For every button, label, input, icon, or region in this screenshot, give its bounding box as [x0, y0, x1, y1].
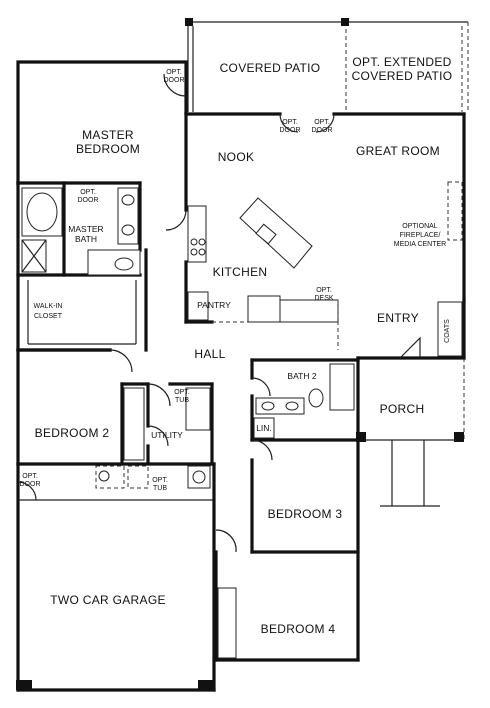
- covered-patio-label: COVERED PATIO: [220, 61, 321, 75]
- pantry-label: PANTRY: [197, 300, 231, 310]
- opt-door-great-a-1: OPT.: [282, 119, 298, 126]
- opt-door-master-1: OPT.: [166, 69, 182, 76]
- opt-door-great-b-1: OPT.: [314, 119, 330, 126]
- opt-door-garage-2: DOOR: [20, 481, 41, 488]
- opt-extended-patio-label-1: OPT. EXTENDED: [352, 55, 451, 69]
- hall-label: HALL: [194, 347, 225, 361]
- opt-desk-label-1: OPT.: [316, 287, 332, 294]
- fixtures: [21, 181, 463, 659]
- opt-tub-garage-2: TUB: [153, 485, 167, 492]
- coats-label: COATS: [444, 319, 451, 343]
- master-bedroom-label-2: BEDROOM: [76, 142, 140, 156]
- nook-label: NOOK: [218, 150, 255, 164]
- opt-tub-utility-1: OPT.: [174, 389, 190, 396]
- bedroom-3-label: BEDROOM 3: [268, 507, 343, 521]
- porch-label: PORCH: [380, 402, 425, 416]
- opt-door-great-b-2: DOOR: [312, 127, 333, 134]
- opt-door-great-a-2: DOOR: [280, 127, 301, 134]
- patio-area: [185, 18, 469, 112]
- master-bedroom-label-1: MASTER: [82, 128, 134, 142]
- opt-door-master-2: DOOR: [164, 77, 185, 84]
- opt-tub-garage-1: OPT.: [152, 477, 168, 484]
- kitchen-label: KITCHEN: [213, 265, 268, 279]
- room-labels: COVERED PATIO OPT. EXTENDED COVERED PATI…: [34, 55, 453, 636]
- opt-door-garage-1: OPT.: [22, 473, 38, 480]
- utility-label: UTILITY: [151, 430, 183, 440]
- master-bath-label-1: MASTER: [68, 224, 103, 234]
- fireplace-label-3: MEDIA CENTER: [394, 241, 447, 248]
- walls: [16, 60, 466, 692]
- opt-desk-label-2: DESK: [314, 295, 333, 302]
- opt-tub-utility-2: TUB: [175, 397, 189, 404]
- walk-in-closet-label-1: WALK-IN: [34, 303, 63, 310]
- great-room-label: GREAT ROOM: [356, 144, 440, 158]
- bedroom-4-label: BEDROOM 4: [261, 622, 336, 636]
- walk-in-closet-label-2: CLOSET: [34, 313, 63, 320]
- fireplace-label-1: OPTIONAL: [402, 223, 438, 230]
- garage-label: TWO CAR GARAGE: [50, 593, 166, 607]
- linen-label: LIN.: [256, 423, 272, 433]
- entry-label: ENTRY: [377, 311, 419, 325]
- fireplace-label-2: FIREPLACE/: [400, 232, 441, 239]
- bedroom-2-label: BEDROOM 2: [35, 426, 110, 440]
- opt-door-bath-2: DOOR: [78, 197, 99, 204]
- bath-2-label: BATH 2: [287, 371, 316, 381]
- master-bath-label-2: BATH: [75, 234, 97, 244]
- opt-door-bath-1: OPT.: [80, 189, 96, 196]
- doors: [17, 73, 421, 553]
- opt-extended-patio-label-2: COVERED PATIO: [352, 69, 453, 83]
- option-notes: OPT. DOOR OPT. DOOR OPT. DOOR OPT. DOOR …: [20, 69, 333, 492]
